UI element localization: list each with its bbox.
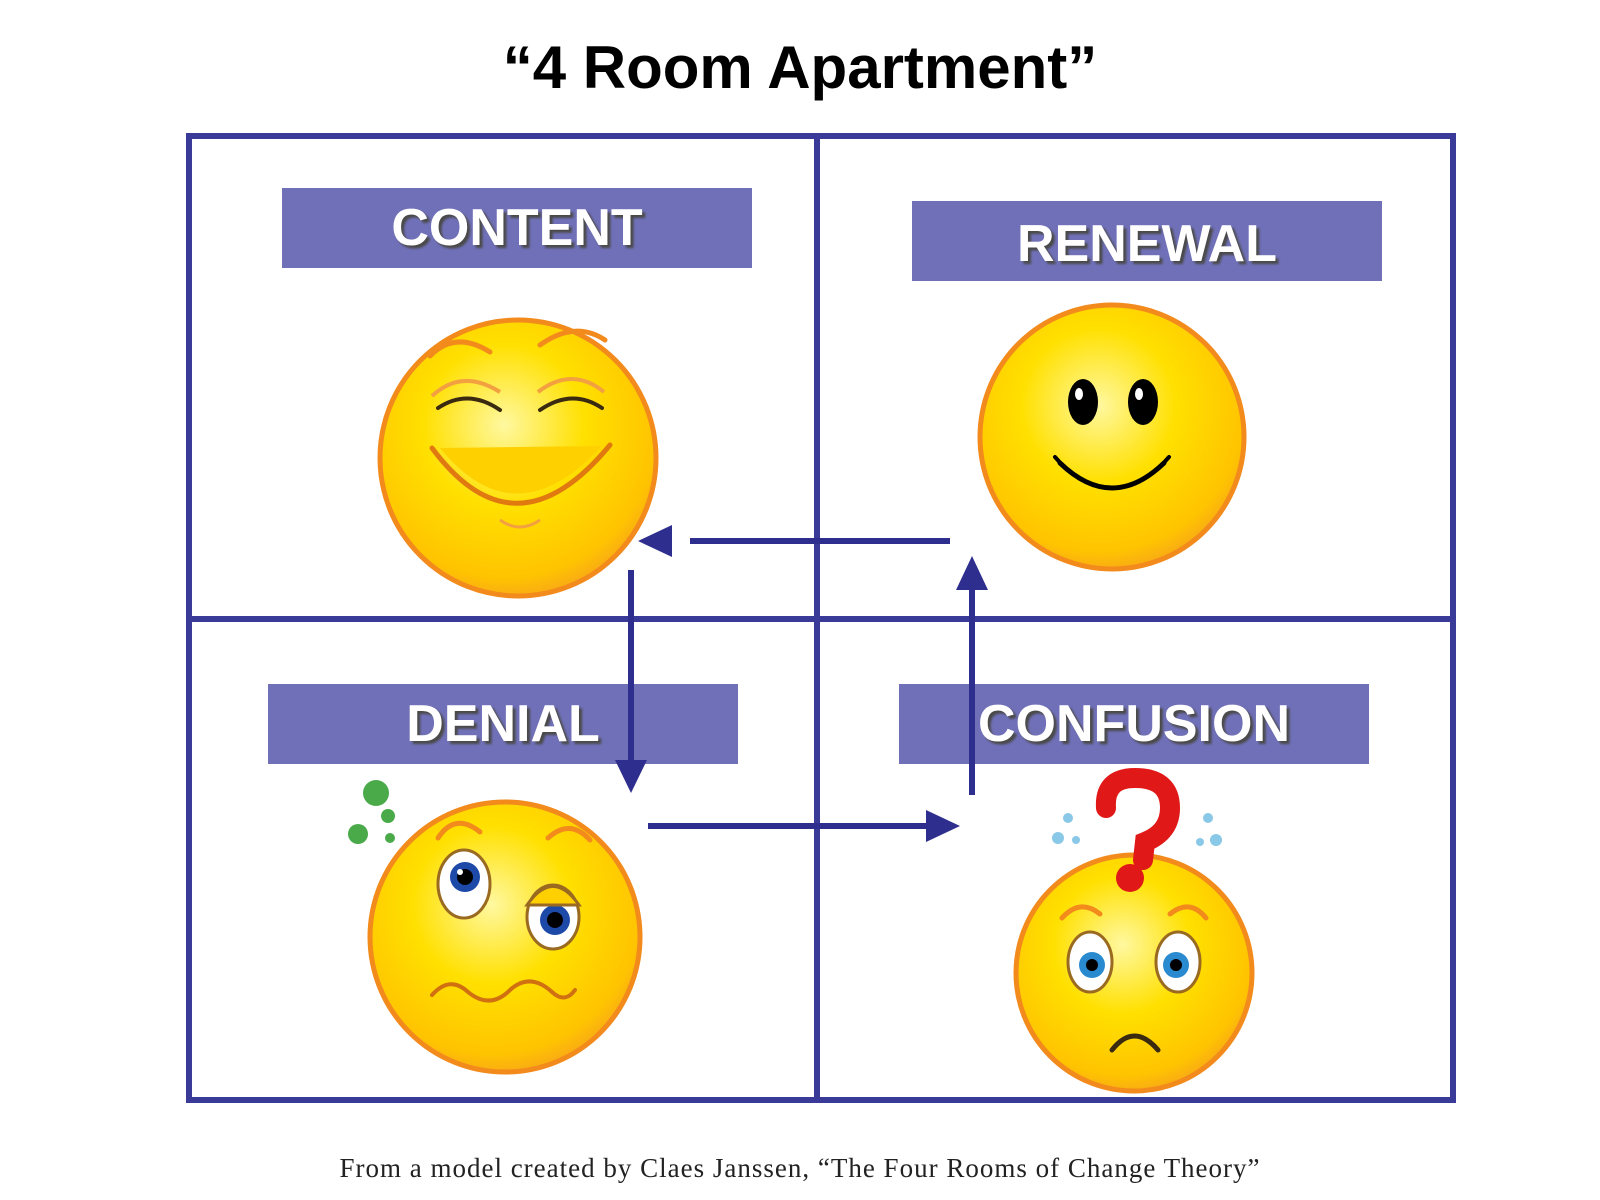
- diagram-title: “4 Room Apartment”: [502, 34, 1098, 101]
- grid-horizontal-divider: [186, 616, 1456, 622]
- room-label-renewal: RENEWAL: [912, 201, 1382, 281]
- room-label-content: CONTENT: [282, 188, 752, 268]
- room-label-denial: DENIAL: [268, 684, 738, 764]
- source-caption: From a model created by Claes Janssen, “…: [339, 1153, 1261, 1183]
- room-label-confusion: CONFUSION: [899, 684, 1369, 764]
